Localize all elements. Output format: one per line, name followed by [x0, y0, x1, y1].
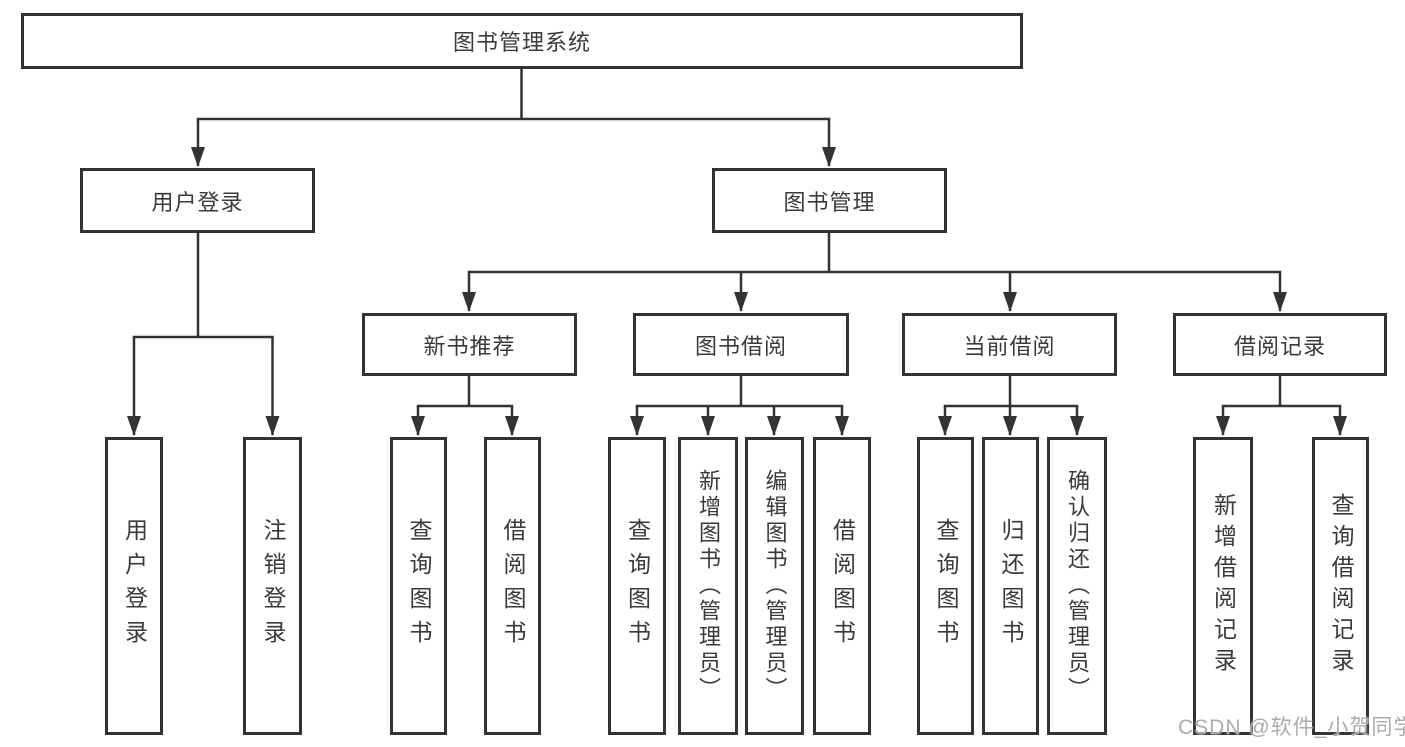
node-user-login: 用户登录	[80, 168, 315, 233]
node-book-borrow: 图书借阅	[633, 313, 849, 376]
watermark: CSDN @软件_小贺同学	[1178, 716, 1405, 739]
leaf-borrow-books-1: 借阅图书	[484, 437, 541, 735]
leaf-return-books: 归还图书	[982, 437, 1039, 735]
leaf-add-borrow-record: 新增借阅记录	[1193, 437, 1253, 735]
node-current-borrow: 当前借阅	[902, 313, 1117, 376]
leaf-add-books-admin: 新增图书（管理员）	[678, 437, 738, 735]
node-root-system: 图书管理系统	[21, 13, 1023, 69]
leaf-query-books-1: 查询图书	[390, 437, 447, 735]
leaf-user-login: 用户登录	[105, 437, 163, 735]
leaf-query-books-3: 查询图书	[917, 437, 974, 735]
node-borrow-records: 借阅记录	[1173, 313, 1387, 376]
leaf-edit-books-admin: 编辑图书（管理员）	[745, 437, 804, 735]
node-book-management: 图书管理	[712, 168, 947, 233]
leaf-confirm-return-admin: 确认归还（管理员）	[1047, 437, 1107, 735]
leaf-query-books-2: 查询图书	[608, 437, 666, 735]
leaf-query-borrow-record: 查询借阅记录	[1312, 437, 1369, 735]
leaf-borrow-books-2: 借阅图书	[813, 437, 871, 735]
leaf-logout: 注销登录	[243, 437, 302, 735]
node-new-book-recommend: 新书推荐	[362, 313, 577, 376]
